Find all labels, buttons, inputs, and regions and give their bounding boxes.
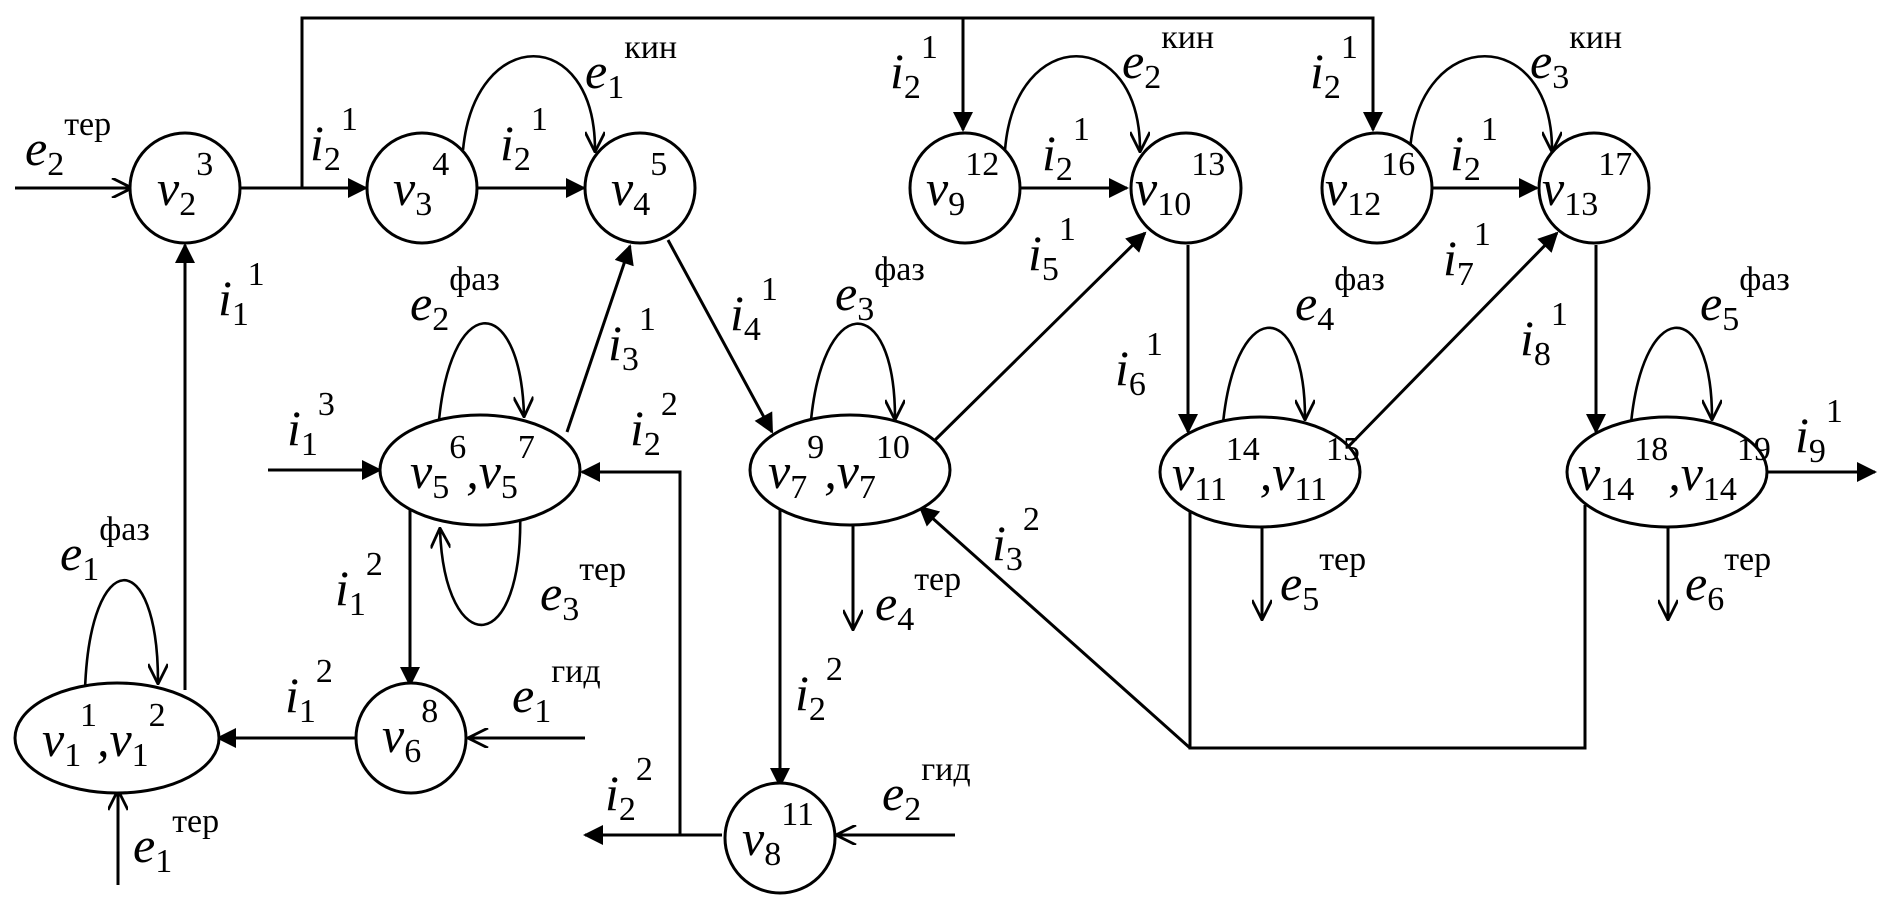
node-label-v11: v1114,v1115 bbox=[1172, 431, 1360, 508]
label-e1-gid: e1гид bbox=[512, 653, 601, 730]
nodes bbox=[13, 131, 1769, 895]
label-e2-faz: e2фаз bbox=[410, 261, 500, 338]
node-labels: v23 v34 v45 v912 v1013 v1216 v1317 v68 v… bbox=[42, 146, 1771, 873]
node-label-v9: v912 bbox=[926, 146, 999, 223]
loop-e4faz bbox=[1220, 326, 1305, 436]
label-i2-1-f: i21 bbox=[1450, 111, 1498, 188]
node-v12 bbox=[1320, 131, 1434, 245]
label-i8-1: i81 bbox=[1520, 296, 1568, 373]
node-label-v8: v811 bbox=[742, 796, 814, 873]
edge-v7-v10 bbox=[928, 231, 1147, 447]
node-v1 bbox=[13, 681, 221, 795]
node-v11 bbox=[1158, 415, 1362, 529]
node-label-v13: v1317 bbox=[1542, 146, 1632, 223]
label-i2-1-c: i21 bbox=[890, 29, 938, 106]
node-v9 bbox=[908, 131, 1022, 245]
label-e4-ter: e4тер bbox=[875, 561, 961, 638]
node-label-v6: v68 bbox=[382, 693, 438, 770]
node-v10 bbox=[1129, 131, 1243, 245]
label-e2-gid: e2гид bbox=[882, 751, 971, 828]
edge-top-bus bbox=[300, 16, 1383, 188]
label-i2-2-c: i22 bbox=[605, 751, 653, 828]
label-e2-kin: e2кин bbox=[1122, 19, 1214, 96]
node-v7 bbox=[748, 413, 952, 527]
node-label-v1: v11,v12 bbox=[42, 697, 166, 774]
node-v14 bbox=[1565, 415, 1769, 529]
label-i9-1: i91 bbox=[1795, 393, 1843, 470]
edge-feedback-bus bbox=[1188, 505, 1587, 750]
label-i2-2-a: i22 bbox=[630, 386, 678, 463]
label-e4-faz: e4фаз bbox=[1295, 261, 1385, 338]
edge-v8-v5 bbox=[580, 462, 682, 835]
node-label-v12: v1216 bbox=[1325, 146, 1415, 223]
loop-e3faz bbox=[808, 322, 895, 433]
node-label-v10: v1013 bbox=[1135, 146, 1225, 223]
label-i5-1: i51 bbox=[1028, 211, 1076, 288]
edge-v11-v13 bbox=[1343, 231, 1559, 452]
label-i2-1-d: i21 bbox=[1042, 111, 1090, 188]
label-i3-2: i32 bbox=[992, 501, 1040, 578]
node-label-v4: v45 bbox=[611, 146, 667, 223]
node-v8 bbox=[723, 781, 837, 895]
edges bbox=[15, 16, 1877, 885]
node-label-v5: v56,v57 bbox=[410, 429, 535, 506]
label-e6-ter: e6тер bbox=[1685, 541, 1771, 618]
loop-e3kin bbox=[1408, 54, 1552, 150]
label-e1-kin: e1кин bbox=[585, 29, 677, 106]
label-i3-1: i31 bbox=[608, 301, 656, 378]
label-e1-ter: e1тер bbox=[133, 803, 219, 880]
edge-v4-v7 bbox=[666, 239, 774, 434]
node-label-v14: v1418,v1419 bbox=[1578, 431, 1771, 508]
node-v3 bbox=[365, 131, 479, 245]
node-label-v2: v23 bbox=[157, 146, 213, 223]
label-i1-3: i13 bbox=[287, 386, 335, 463]
loop-e2kin bbox=[1003, 54, 1140, 150]
node-v6 bbox=[354, 681, 468, 795]
node-v4 bbox=[583, 131, 697, 245]
label-i2-1-a: i21 bbox=[310, 101, 358, 178]
label-e1-faz: e1фаз bbox=[60, 511, 150, 588]
node-v2 bbox=[128, 131, 242, 245]
label-e5-ter: e5тер bbox=[1280, 541, 1366, 618]
label-e3-ter: e3тер bbox=[540, 551, 626, 628]
loop-e2faz bbox=[436, 322, 524, 433]
loop-e1faz bbox=[83, 579, 158, 691]
node-label-v3: v34 bbox=[393, 146, 449, 223]
label-i4-1: i41 bbox=[730, 271, 778, 348]
loop-e1kin bbox=[461, 54, 595, 150]
label-i6-1: i61 bbox=[1115, 326, 1163, 403]
label-i1-1: i11 bbox=[218, 256, 265, 333]
edge-feedback-to-v7 bbox=[918, 505, 1191, 750]
label-i2-2-b: i22 bbox=[795, 651, 843, 728]
label-i1-2-a: i12 bbox=[335, 546, 383, 623]
label-e5-faz: e5фаз bbox=[1700, 261, 1790, 338]
label-e2-ter: e2тер bbox=[25, 106, 111, 183]
label-e3-faz: e3фаз bbox=[835, 251, 925, 328]
label-i1-2-b: i12 bbox=[285, 653, 333, 730]
edge-labels: e2тер i21 i21 e1кин i21 e2кин i21 i21 e3… bbox=[25, 19, 1843, 880]
label-e3-kin: e3кин bbox=[1530, 19, 1622, 96]
edge-v5-v4 bbox=[565, 244, 634, 433]
label-i2-1-e: i21 bbox=[1310, 29, 1358, 106]
label-i7-1: i71 bbox=[1443, 216, 1491, 293]
label-i2-1-b: i21 bbox=[500, 101, 548, 178]
loop-e3ter bbox=[440, 507, 522, 627]
node-label-v7: v79,v710 bbox=[768, 429, 910, 506]
loop-e5faz bbox=[1628, 326, 1712, 436]
node-v5 bbox=[378, 413, 582, 527]
node-v13 bbox=[1537, 131, 1651, 245]
